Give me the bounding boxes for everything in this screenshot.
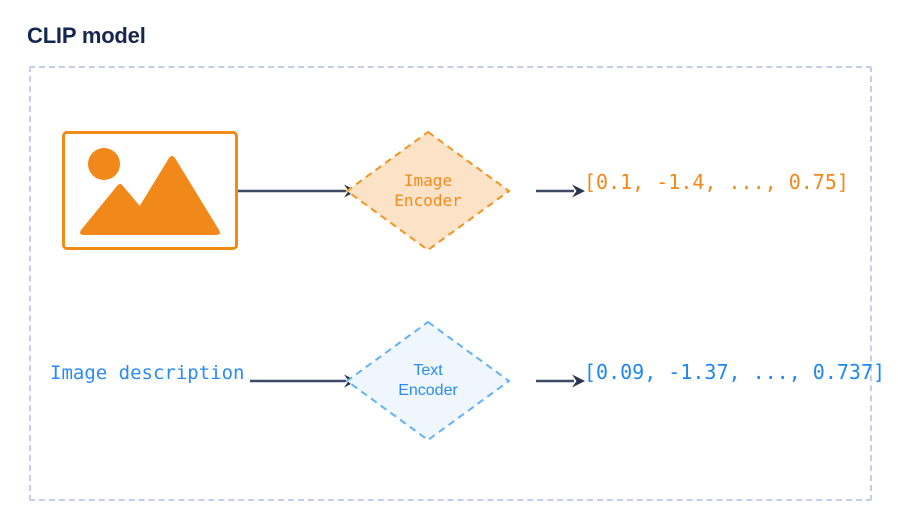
image-encoder-node[interactable]: Image Encoder bbox=[345, 130, 511, 252]
arrow-right-icon bbox=[250, 373, 358, 389]
text-encoder-node[interactable]: Text Encoder bbox=[345, 320, 511, 442]
image-embedding-vector: [0.1, -1.4, ..., 0.75] bbox=[584, 170, 849, 194]
image-encoder-flow-row: Image Encoder [0.1, -1.4, ..., 0.75] bbox=[31, 126, 870, 256]
image-placeholder-icon bbox=[65, 134, 235, 247]
page-title: CLIP model bbox=[27, 23, 146, 48]
mountain-large-icon bbox=[124, 156, 220, 235]
diagram-container: Image Encoder [0.1, -1.4, ..., 0.75] Ima… bbox=[29, 66, 885, 501]
sun-circle-icon bbox=[88, 148, 120, 180]
text-output-arrow bbox=[536, 373, 586, 389]
mountain-small-icon bbox=[80, 184, 162, 235]
diamond-shape bbox=[345, 320, 511, 442]
arrow-right-icon bbox=[536, 183, 586, 199]
diamond-shape bbox=[345, 130, 511, 252]
text-embedding-vector: [0.09, -1.37, ..., 0.737] bbox=[584, 360, 886, 384]
arrow-right-icon bbox=[536, 373, 586, 389]
text-input-label: Image description bbox=[50, 362, 245, 384]
image-input-thumbnail bbox=[62, 131, 238, 250]
text-encoder-flow-row: Image description Text Encoder bbox=[31, 316, 885, 446]
image-output-arrow bbox=[536, 183, 586, 199]
arrow-right-icon bbox=[238, 183, 358, 199]
text-input-arrow bbox=[250, 373, 358, 389]
image-input-arrow bbox=[238, 183, 358, 199]
